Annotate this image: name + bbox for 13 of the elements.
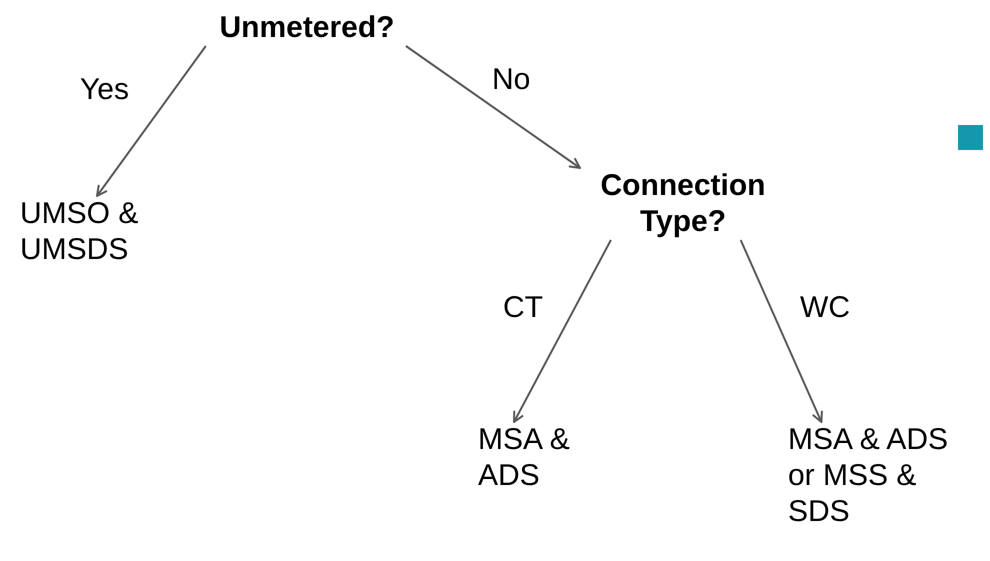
edge-label: No: [492, 62, 530, 98]
arrow: [740, 240, 823, 423]
edge-label: WC: [800, 290, 850, 326]
edge-label: Yes: [80, 72, 129, 108]
question-text: Connection Type?: [580, 168, 786, 240]
outcome-text: MSA & ADS: [478, 422, 598, 494]
edge-label: CT: [503, 290, 543, 326]
outcome-text: MSA & ADS or MSS & SDS: [788, 422, 955, 530]
question-text: Unmetered?: [192, 10, 422, 46]
arrow: [96, 45, 207, 197]
arrow: [513, 240, 612, 423]
arrow: [405, 45, 581, 169]
outcome-text: UMSO & UMSDS: [20, 196, 160, 268]
